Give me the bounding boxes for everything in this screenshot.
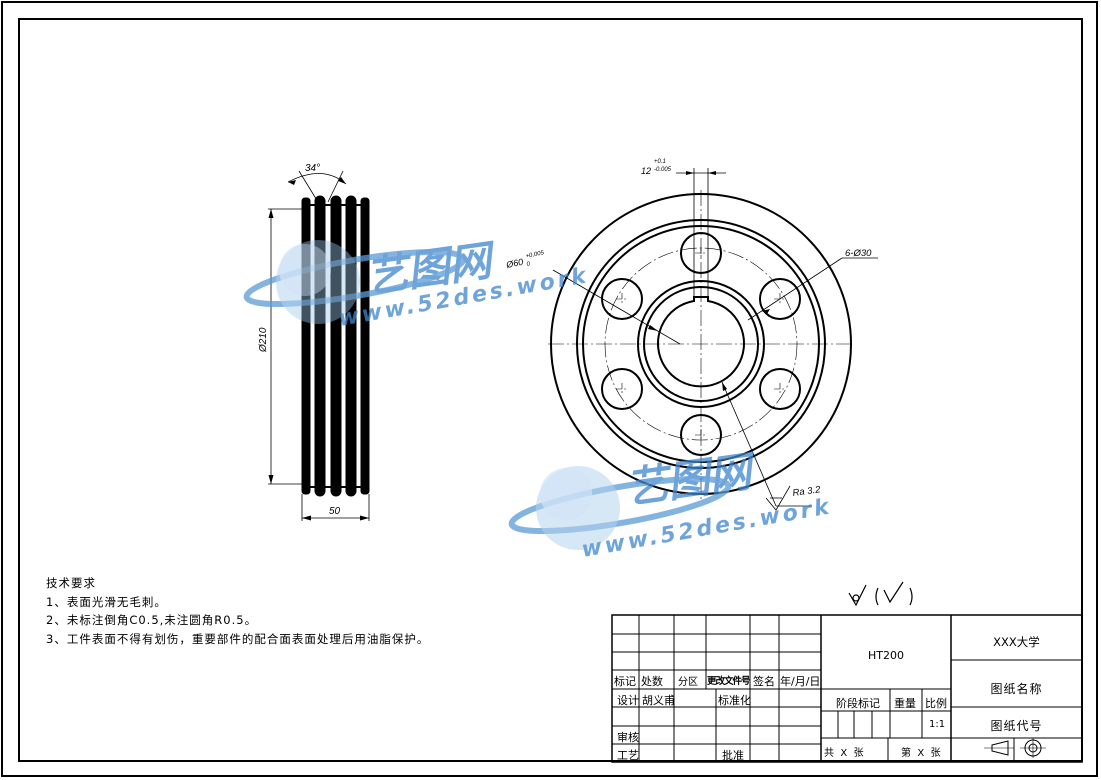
hole-top (680, 232, 722, 274)
watermark-lower: 艺图网 www.52des.work (508, 446, 834, 563)
watermark-upper: 艺图网 www.52des.work (243, 235, 591, 332)
tb-designer: 胡义甫 (642, 694, 675, 707)
tb-sheets-total: 共 X 张 (824, 748, 864, 759)
tb-school: XXX大学 (993, 635, 1040, 649)
tb-header-zone: 分区 (678, 677, 698, 688)
tech-item-3: 3、工件表面不得有划伤，重要部件的配合面表面处理后用油脂保护。 (46, 631, 430, 646)
tb-material: HT200 (868, 649, 904, 662)
holes-label: 6-Ø30 (845, 248, 872, 259)
roughness-label: Ra 3.2 (792, 484, 822, 499)
side-flange-right (360, 197, 370, 495)
tb-stage-label: 阶段标记 (836, 697, 880, 710)
tb-process-label: 工艺 (617, 749, 639, 762)
tb-scale-label: 比例 (925, 697, 947, 710)
front-view (548, 168, 878, 511)
side-diameter-label: Ø210 (258, 327, 269, 353)
tb-header-mark: 标记 (614, 675, 636, 688)
tech-item-2: 2、未标注倒角C0.5,未注圆角R0.5。 (46, 613, 258, 627)
hub-outer (637, 280, 765, 408)
title-block-grid (611, 614, 1083, 763)
tb-review-label: 审核 (617, 731, 639, 744)
tb-drawing-code: 图纸代号 (990, 719, 1043, 733)
hole-bottom-right (759, 368, 801, 410)
watermark-brand-lower: 艺图网 (623, 446, 761, 513)
tb-sheet-no: 第 X 张 (901, 748, 941, 759)
keyway-tol-upper: +0.1 (654, 159, 666, 165)
inner-frame (18, 18, 1083, 762)
bore-tol-upper: +0.005 (525, 250, 545, 260)
keyway-label: 12 (641, 166, 651, 176)
technical-requirements: 技术要求 1、表面光滑无毛刺。 2、未标注倒角C0.5,未注圆角R0.5。 3、… (46, 574, 429, 648)
tb-weight-label: 重量 (894, 697, 916, 710)
bore-tol-lower: 0 (526, 261, 531, 268)
hole-top-right (759, 278, 801, 320)
tb-design-label: 设计 (617, 694, 639, 707)
side-width-label: 50 (329, 506, 341, 517)
surface-roughness-symbol (848, 581, 913, 607)
outer-rim (550, 193, 852, 495)
tb-header-sign: 签名 (753, 675, 775, 688)
keyway-tol-lower: -0.005 (654, 167, 672, 173)
tb-standardize-label: 标准化 (718, 694, 751, 707)
side-angle-label: 34° (305, 163, 320, 174)
hole-bottom-left (601, 368, 643, 410)
side-view (268, 170, 370, 521)
tb-header-change-doc: 更改文件号 (707, 676, 751, 687)
bore-with-keyway (657, 296, 745, 388)
tb-approve-label: 批准 (722, 749, 744, 762)
tb-drawing-name: 图纸名称 (990, 682, 1043, 696)
side-groove-2 (330, 195, 342, 497)
side-groove-3 (345, 195, 357, 497)
rim-inner (576, 219, 826, 469)
tb-header-date: 年/月/日 (780, 675, 821, 688)
hole-bottom (680, 414, 722, 456)
tb-scale-value: 1:1 (929, 719, 946, 730)
tb-header-count: 处数 (641, 675, 663, 688)
tech-item-1: 1、表面光滑无毛刺。 (46, 594, 167, 609)
tech-heading: 技术要求 (46, 576, 96, 590)
projection-symbol (984, 738, 1046, 758)
bore-label: Ø60 (504, 257, 524, 271)
